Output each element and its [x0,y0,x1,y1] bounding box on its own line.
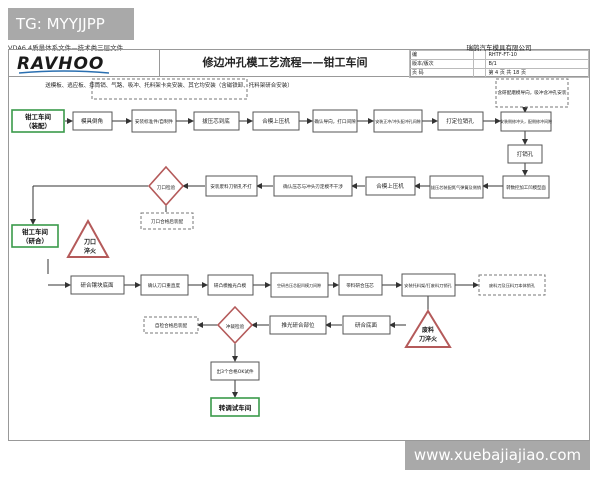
doc-meta: VDA6.4质量体系文件—技术类三层文件 [8,44,124,52]
note-top-right: 含研配磨模导向，吸冲含冲孔安装 [495,78,569,108]
step-install-punch: 安装正冲/冲头配冲孔间隙 [373,109,423,133]
step-label: 安装侧修冲头，配侧修冲间隙 [500,118,552,124]
triangle-sublabel: 淬火 [84,247,97,255]
triangle-sublabel: 刀淬火 [419,335,438,343]
end-node-tryout: 转调试车间 [210,397,260,417]
start-label: 钳工车间 [25,112,52,121]
step-confirm-guide: 确认导向，打口间隙 [312,109,358,133]
step-label: 推光研合部位 [281,321,315,329]
step-label: 拔压芯装配氮气弹簧及侧销 [431,184,481,191]
info-cell [473,68,487,78]
note-text: 送模板、逃应板、摔筒销、气路、吸冲、托料架卡夹安装、其它均安装（含磁铁卸、托料架… [45,81,293,89]
note-text: 含研配磨模导向，吸冲含冲孔安装 [498,89,567,96]
step-side-punch: 安装侧修冲头，配侧修冲间隙 [500,111,552,132]
start-sublabel: （装配） [25,121,51,130]
start-node-assembly: 钳工车间 （装配） [11,109,65,133]
note-text: 自检合格后装配 [155,322,188,329]
mid-sublabel: （研合） [22,236,48,245]
triangle-edge-quench: 刀口 淬火 [66,218,110,258]
mid-node-lapping: 钳工车间 （研合） [11,224,59,248]
step-label: 模具倒角 [81,117,103,125]
step-label: 转数控加工凹模型面 [506,184,546,191]
decision-label: 刀口检验 [157,184,176,191]
company-name: 瑞鹄汽车模具有限公司 [466,44,532,52]
step-locating-pin: 打定位销孔 [437,111,484,131]
end-label: 转调试车间 [219,403,252,412]
note-row4-left: 自检合格后装配 [143,316,199,334]
note-top-left: 送模板、逃应板、摔筒销、气路、吸冲、托料架卡夹安装、其它均安装（含磁铁卸、托料架… [45,78,293,100]
watermark-top: TG: MYYJJPP [8,8,134,40]
step-label: 研凸模推光凸模 [214,282,247,289]
step-label: 研合镶块底面 [80,281,114,289]
step-label: 空研合压芯配凹模刀间隙 [277,282,321,288]
step-label: 安装托料架/打废料刀销孔 [404,282,452,289]
info-value: 第 4 页 共 18 页 [485,68,589,78]
logo-swoosh-icon [19,70,109,74]
step-drill-pin: 打销孔 [507,144,543,164]
step-label: 合模上压机 [376,182,404,190]
step-label: 出3个合格OK试件 [216,368,254,375]
step-strip-lap: 带料研合压芯 [338,274,383,296]
flow-connectors [30,107,528,398]
step-install-holder: 安装托料架/打废料刀销孔 [401,273,456,297]
mid-label: 钳工车间 [22,227,49,236]
decision-edge-check: 刀口检验 [147,165,185,207]
step-label: 打定位销孔 [446,117,474,125]
triangle-label: 废料 [422,326,434,334]
step-label: 研合底面 [355,321,378,329]
note-row2-left: 刀口合格后装配 [140,212,194,230]
note-text: 废料刀及压料刀本体销孔 [489,282,536,289]
step-polish-punch: 研凸模推光凸模 [207,274,254,296]
step-empty-lap: 空研合压芯配凹模刀间隙 [270,272,329,298]
step-label: 打销孔 [517,150,534,158]
step-chamfer: 模具倒角 [72,111,113,131]
step-label: 合模上压机 [262,117,290,125]
step-label: 确认导向，打口间隙 [314,118,356,125]
step-insert-bottom: 研合镶块底面 [70,275,125,295]
logo: RAVHOO [17,54,105,74]
step-confirm-clearance: 确认压芯与冲头刃定模不干涉 [273,175,353,197]
step-nitrogen-spring: 拔压芯装配氮气弹簧及侧销 [429,175,484,199]
step-label: 带料研合压芯 [346,282,374,289]
step-label: 拔压芯到底 [202,117,230,125]
watermark-bottom: www.xuebajiajiao.com [405,441,590,470]
step-label: 确认刀口重直度 [148,282,181,289]
step-verticality: 确认刀口重直度 [140,274,189,296]
step-lap-bottom: 研合底面 [342,315,391,335]
info-label: 页 码 [408,68,475,78]
step-polish-parts: 推光研合部位 [269,315,327,335]
triangle-label: 刀口 [84,239,96,246]
process-flowchart: 钳工车间 （装配） 送模板、逃应板、摔筒销、气路、吸冲、托料架卡夹安装、其它均安… [11,78,569,417]
step-ok-samples: 出3个合格OK试件 [210,361,260,381]
step-label: 安装标准件/自制件 [135,118,174,125]
step-install-std-parts: 安装标准件/自制件 [131,109,177,133]
decision-punch-check: 冲裁检验 [216,305,254,345]
decision-label: 冲裁检验 [226,323,245,330]
note-text: 刀口合格后装配 [151,218,184,225]
triangle-waste-quench: 废料 刀淬火 [404,309,452,348]
step-press-core: 拔压芯到底 [193,111,240,131]
step-cnc: 转数控加工凹模型面 [502,175,550,199]
step-label: 安装正冲/冲头配冲孔间隙 [375,118,420,124]
step-close-die-press: 合模上压机 [252,111,300,131]
step-close-die-press-2: 合模上压机 [365,176,416,196]
step-waste-knife: 安装废料刀销孔不打 [205,175,258,197]
svg-text:送模板、逃应板、摔筒销、气路、吸冲、托料架卡夹安装、其它均安: 送模板、逃应板、摔筒销、气路、吸冲、托料架卡夹安装、其它均安装（含磁铁卸、托料架… [45,81,293,89]
step-label: 安装废料刀销孔不打 [210,183,252,190]
step-label: 确认压芯与冲头刃定模不干涉 [283,183,343,190]
table-row: 页 码第 4 页 共 18 页 [408,68,589,78]
note-row3-right: 废料刀及压料刀本体销孔 [478,274,546,296]
